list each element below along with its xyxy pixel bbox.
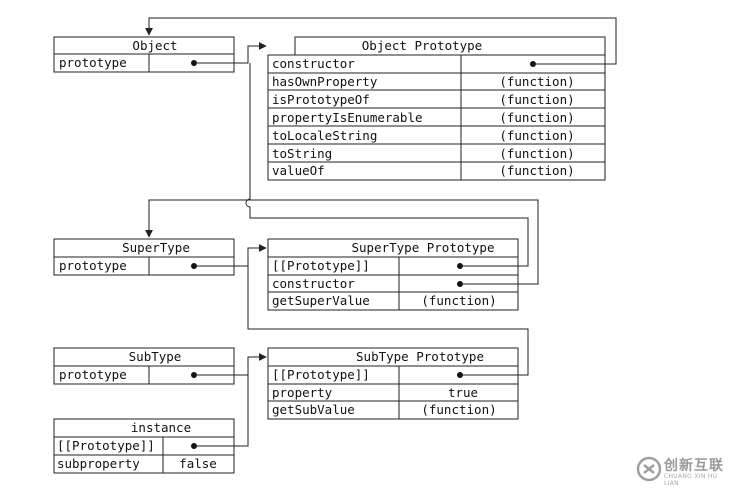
object-prototype-label: prototype — [59, 55, 127, 70]
object-prototype-key: constructor — [272, 56, 355, 71]
supertype-prototype-key: getSuperValue — [272, 293, 370, 308]
instance-title: instance — [131, 420, 191, 435]
supertype-title: SuperType — [122, 240, 190, 255]
subtype-proto-chain-line — [247, 257, 529, 376]
watermark-subtext: CHUANG XIN HU LIAN — [664, 473, 718, 487]
supertype-box: SuperType prototype — [53, 238, 235, 276]
subtype-prototype-key: getSubValue — [272, 402, 355, 417]
object-prototype-key: toLocaleString — [272, 128, 377, 143]
object-prototype-box: Object Prototype constructor hasOwnPrope… — [267, 36, 606, 181]
instance-proto-chain-line — [194, 366, 249, 447]
object-prototype-value: (function) — [499, 92, 574, 107]
object-prototype-value: (function) — [499, 163, 574, 178]
instance-key: [[Prototype]] — [57, 438, 155, 453]
object-constructor-arrow — [145, 17, 617, 65]
subtype-prototype-key: [[Prototype]] — [272, 367, 370, 382]
object-prototype-arrow — [194, 42, 267, 64]
object-prototype-key: hasOwnProperty — [272, 74, 378, 89]
supertype-prototype-title: SuperType Prototype — [352, 240, 495, 255]
object-prototype-key: isPrototypeOf — [272, 92, 370, 107]
object-prototype-title: Object Prototype — [362, 38, 482, 53]
subtype-prototype-key: property — [272, 385, 333, 400]
subtype-box: SubType prototype — [53, 347, 235, 385]
object-box: Object prototype — [53, 36, 235, 73]
instance-box: instance [[Prototype]] subproperty false — [53, 418, 235, 474]
subtype-prototype-box: SubType Prototype [[Prototype]] property… — [267, 347, 519, 420]
object-prototype-key: toString — [272, 146, 332, 161]
watermark-logo-icon — [636, 456, 662, 482]
supertype-prototype-box: SuperType Prototype [[Prototype]] constr… — [267, 238, 519, 311]
object-prototype-value: (function) — [499, 74, 574, 89]
supertype-prototype-value: (function) — [421, 293, 496, 308]
watermark-text: 创新互联 — [664, 458, 724, 474]
subtype-title: SubType — [129, 349, 182, 364]
subtype-prototype-title: SubType Prototype — [356, 349, 484, 364]
object-prototype-value: (function) — [499, 146, 574, 161]
subtype-prototype-value: true — [448, 385, 478, 400]
supertype-prototype-key: constructor — [272, 276, 355, 291]
subtype-prototype-label: prototype — [59, 367, 127, 382]
supertype-constructor-arrow — [145, 199, 539, 285]
supertype-prototype-key: [[Prototype]] — [272, 258, 370, 273]
subtype-prototype-value: (function) — [421, 402, 496, 417]
supertype-prototype-label: prototype — [59, 258, 127, 273]
object-title: Object — [132, 38, 177, 53]
object-prototype-key: propertyIsEnumerable — [272, 110, 423, 125]
object-prototype-value: (function) — [499, 128, 574, 143]
object-prototype-value: (function) — [499, 110, 574, 125]
supertype-proto-chain-line — [245, 63, 529, 267]
object-prototype-key: valueOf — [272, 163, 325, 178]
watermark: 创新互联 CHUANG XIN HU LIAN — [634, 452, 734, 488]
instance-key: subproperty — [57, 456, 140, 471]
instance-value: false — [179, 456, 217, 471]
